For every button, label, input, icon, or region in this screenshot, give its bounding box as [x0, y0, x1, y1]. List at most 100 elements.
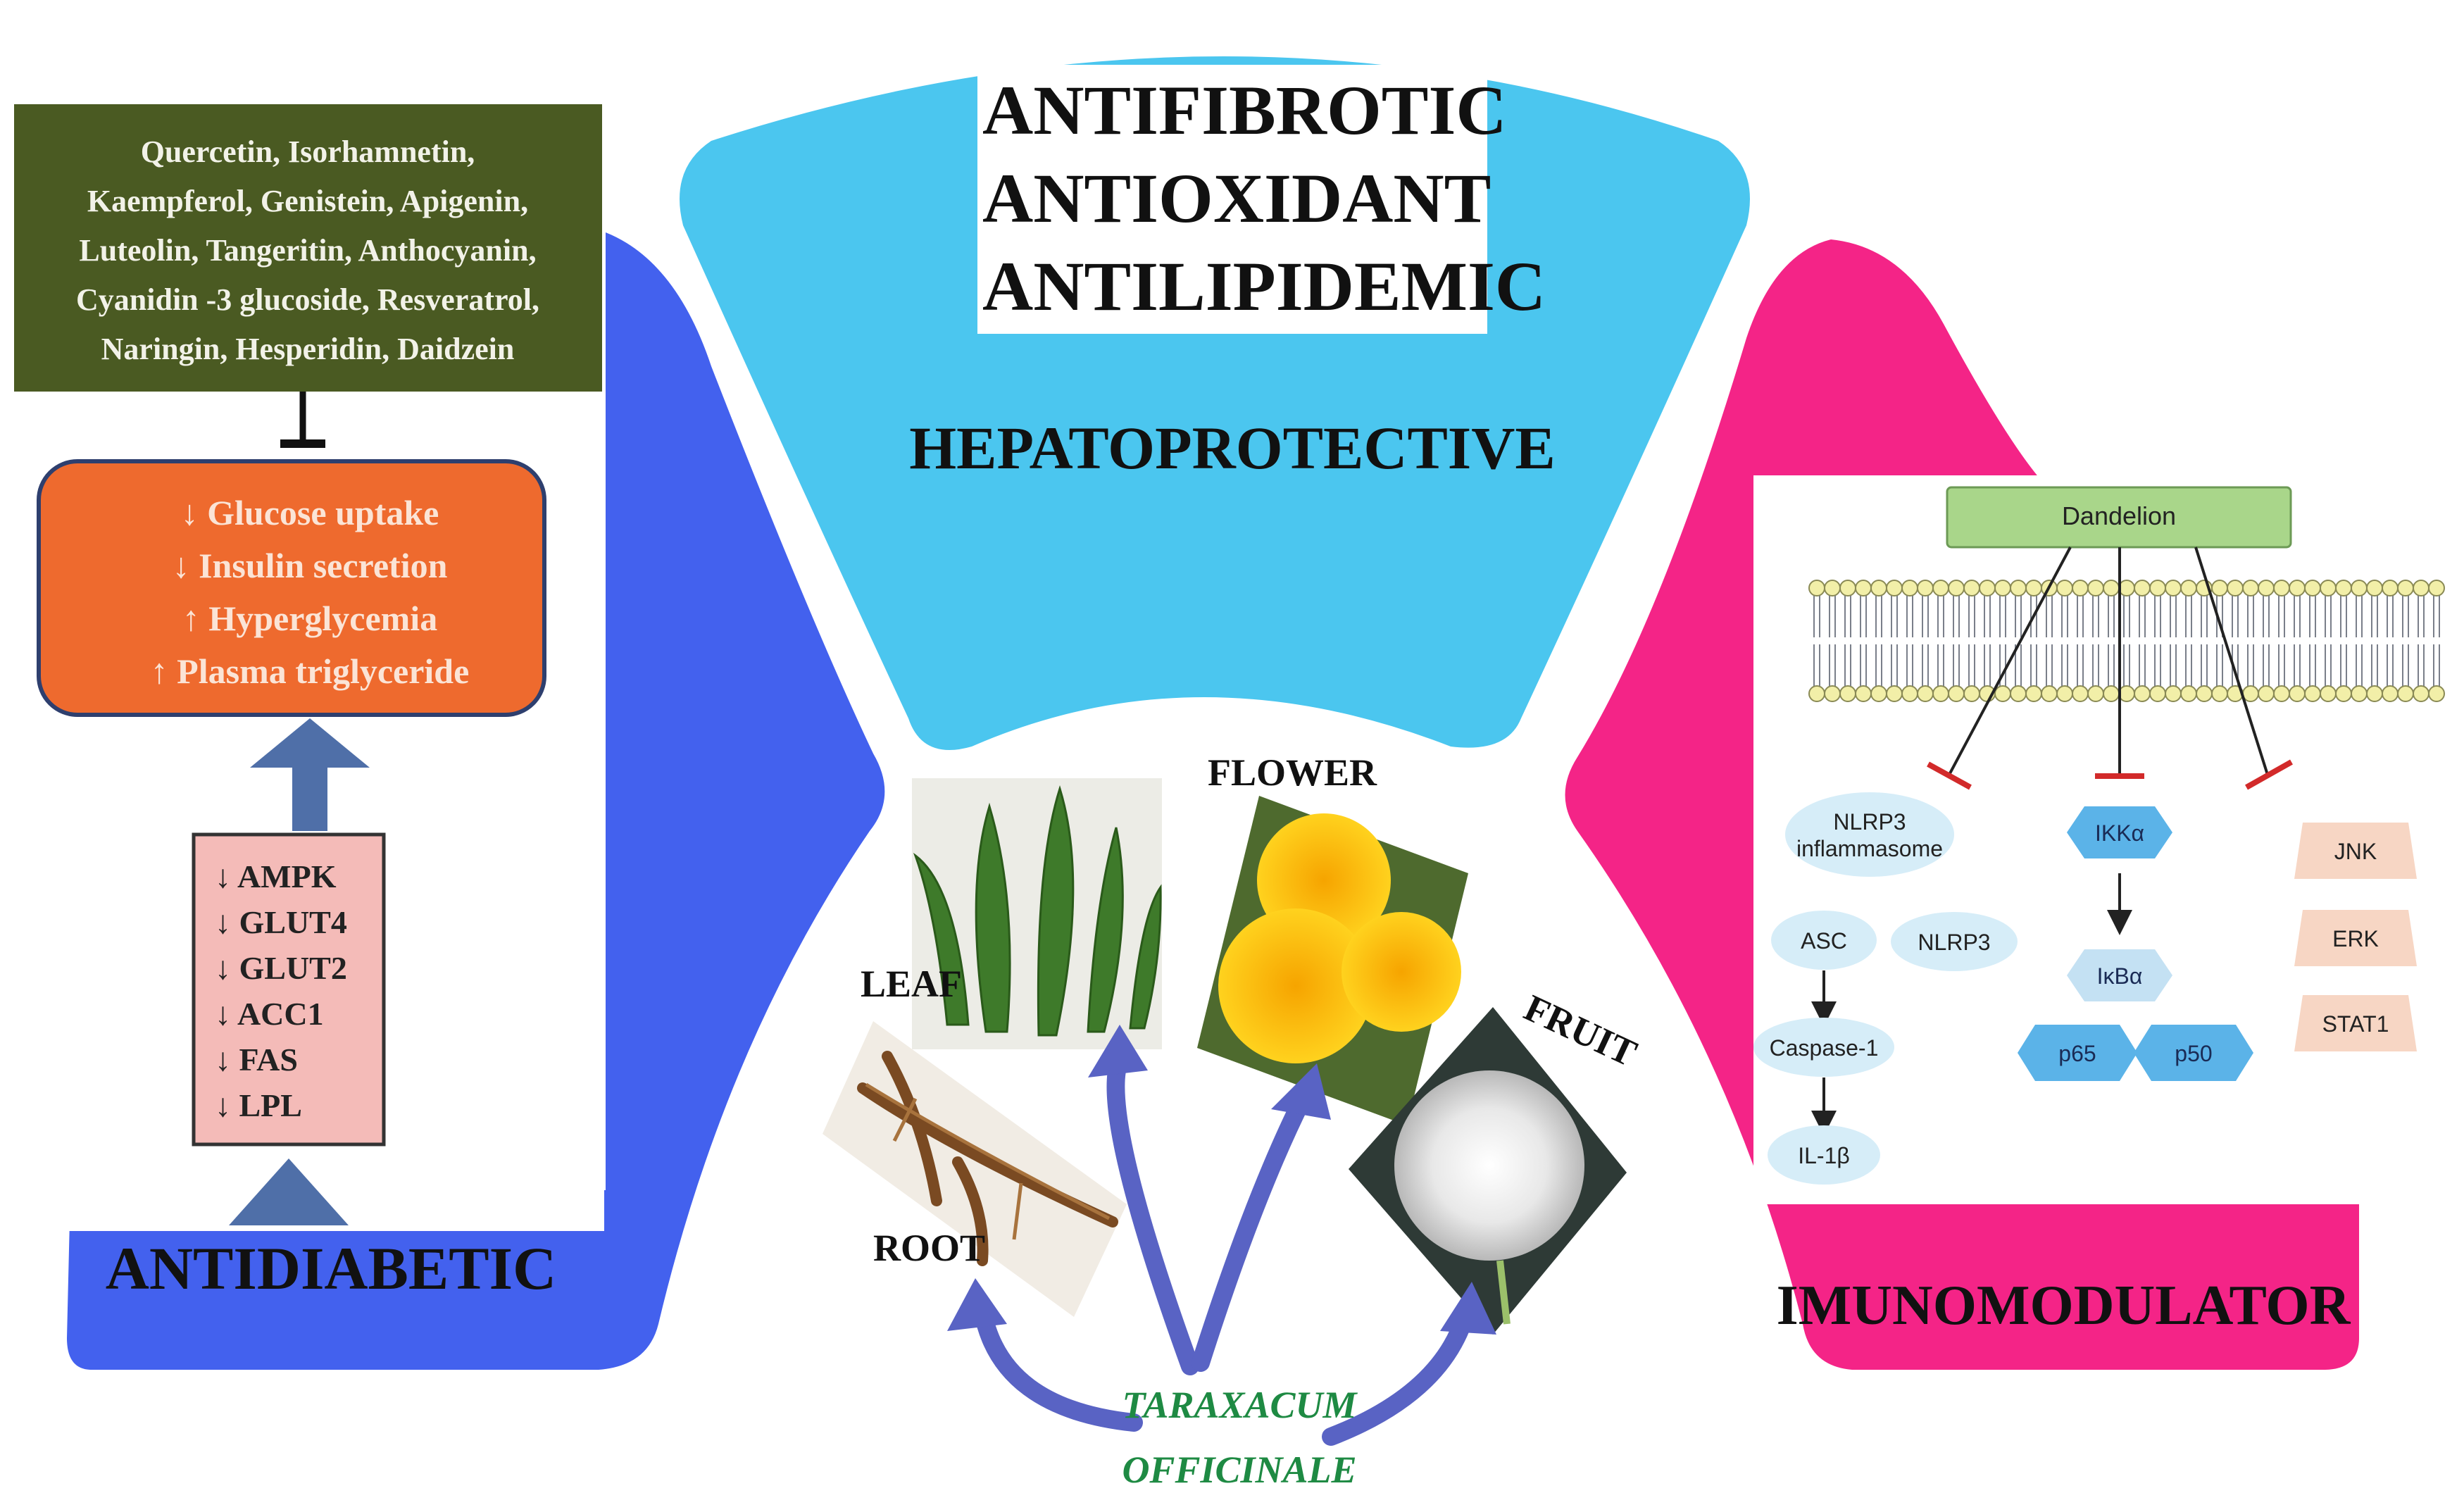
asc-node [1771, 911, 1877, 970]
lipid-head [2103, 685, 2120, 702]
plant-parts: LEAF ROOT FLOWER [823, 751, 1643, 1491]
lipid-head [2149, 580, 2166, 596]
root-label: ROOT [873, 1227, 985, 1269]
lipid-head [1932, 580, 1949, 596]
p50-label: p50 [2175, 1041, 2212, 1066]
arrow-to-leaf [1106, 1051, 1199, 1375]
lipid-head [2304, 685, 2321, 702]
il1b-label: IL-1β [1798, 1143, 1850, 1168]
caspase-label: Caspase-1 [1770, 1035, 1879, 1061]
plant-arrow-heads [947, 1025, 1496, 1335]
inhibit-bar-left [1927, 761, 1972, 790]
p65-node [2018, 1025, 2137, 1081]
lipid-head [2351, 580, 2368, 596]
lipid-head [1839, 685, 1856, 702]
compound-line: Quercetin, Isorhamnetin, [141, 135, 475, 169]
antidiabetic-panel: Quercetin, Isorhamnetin, Kaempferol, Gen… [14, 104, 885, 1370]
lipid-head [2134, 685, 2151, 702]
erk-node [2294, 910, 2417, 966]
lipid-head [2413, 685, 2429, 702]
ikka-node [2067, 806, 2172, 858]
lipid-head [2072, 580, 2089, 596]
compound-line: Cyanidin -3 glucoside, Resveratrol, [76, 282, 539, 317]
p65-label: p65 [2058, 1041, 2096, 1066]
root-photo [823, 1021, 1127, 1317]
targets-box [192, 832, 386, 1147]
compound-line: Luteolin, Tangeritin, Anthocyanin, [79, 233, 536, 268]
lipid-head [2289, 580, 2306, 596]
antidiabetic-blue-shape [67, 232, 885, 1370]
effect-line: ↑ Hyperglycemia [182, 599, 437, 638]
lipid-head [2428, 685, 2445, 702]
inhibit-line-right [2194, 546, 2269, 775]
lipid-head [2320, 580, 2337, 596]
antidiabetic-label: ANTIDIABETIC [106, 1235, 556, 1302]
caspase-node [1753, 1018, 1894, 1077]
lipid-head [2320, 685, 2337, 702]
fruit-photo [1349, 1007, 1627, 1335]
arrow-to-root [973, 1301, 1143, 1432]
lipid-head [2010, 685, 2027, 702]
lipid-head [1917, 580, 1934, 596]
lipid-head [1979, 580, 1996, 596]
lipid-head [1808, 685, 1825, 702]
lipid-head [1870, 685, 1887, 702]
plant-part-arrows [973, 1051, 1474, 1446]
lipid-head [2134, 580, 2151, 596]
effect-line: ↓ Glucose uptake [181, 493, 439, 532]
target-line: ↓ LPL [215, 1087, 302, 1123]
lipid-head [2211, 580, 2228, 596]
lipid-head [1824, 685, 1841, 702]
lipid-head [1917, 685, 1934, 702]
imunomodulator-panel: Dandelion NLRP3 inflammasome ASC NLRP3 C… [1565, 239, 2464, 1370]
lipid-head [1948, 685, 1965, 702]
property-antioxidant: ANTIOXIDANT [982, 159, 1491, 237]
flower-label: FLOWER [1208, 751, 1377, 794]
lipid-head [2118, 685, 2135, 702]
species-name-line-2: OFFICINALE [1122, 1449, 1356, 1491]
target-line: ↓ GLUT2 [215, 950, 347, 986]
lipid-head [1839, 580, 1856, 596]
lipid-head [2056, 685, 2073, 702]
species-name-line-1: TARAXACUM [1122, 1384, 1358, 1426]
hepatoprotective-panel: ANTIFIBROTIC ANTIOXIDANT ANTILIPIDEMIC H… [680, 56, 1750, 750]
effect-line: ↑ Plasma triglyceride [151, 651, 470, 691]
jnk-label: JNK [2334, 839, 2377, 864]
lipid-head [1886, 580, 1903, 596]
lipid-head [1994, 685, 2011, 702]
lipid-head [2041, 685, 2058, 702]
lipid-head [2211, 685, 2228, 702]
lipid-head [2382, 685, 2399, 702]
lipid-head [2196, 685, 2213, 702]
lipid-head [2382, 580, 2399, 596]
lipid-head [1886, 685, 1903, 702]
lipid-head [1824, 580, 1841, 596]
properties-box [977, 65, 1487, 334]
imunomodulator-label: IMUNOMODULATOR [1777, 1275, 2351, 1337]
lipid-head [2087, 580, 2104, 596]
lipid-head [2180, 580, 2197, 596]
inhibit-line-left [1948, 546, 2072, 775]
lipid-head [2273, 580, 2290, 596]
lipid-head [2304, 580, 2321, 596]
lipid-head [2335, 685, 2352, 702]
p50-node [2134, 1025, 2253, 1081]
nlrp3-label: NLRP3 [1918, 930, 1990, 955]
lipid-head [2397, 685, 2414, 702]
inflammasome-label-1: NLRP3 [1833, 809, 1906, 835]
lipid-head [2180, 685, 2197, 702]
lipid-head [2273, 685, 2290, 702]
lipid-head [2428, 580, 2445, 596]
lipid-head [2242, 580, 2259, 596]
asc-label: ASC [1801, 928, 1847, 954]
jnk-node [2294, 823, 2417, 879]
ikba-node [2067, 949, 2172, 1001]
arrow-to-flower [1192, 1089, 1312, 1372]
lipid-head [2242, 685, 2259, 702]
target-line: ↓ FAS [215, 1042, 298, 1077]
lipid-head [1870, 580, 1887, 596]
arrow-to-fruit [1322, 1308, 1474, 1446]
lipid-head [2335, 580, 2352, 596]
nlrp3-inflammasome-node [1785, 792, 1954, 877]
